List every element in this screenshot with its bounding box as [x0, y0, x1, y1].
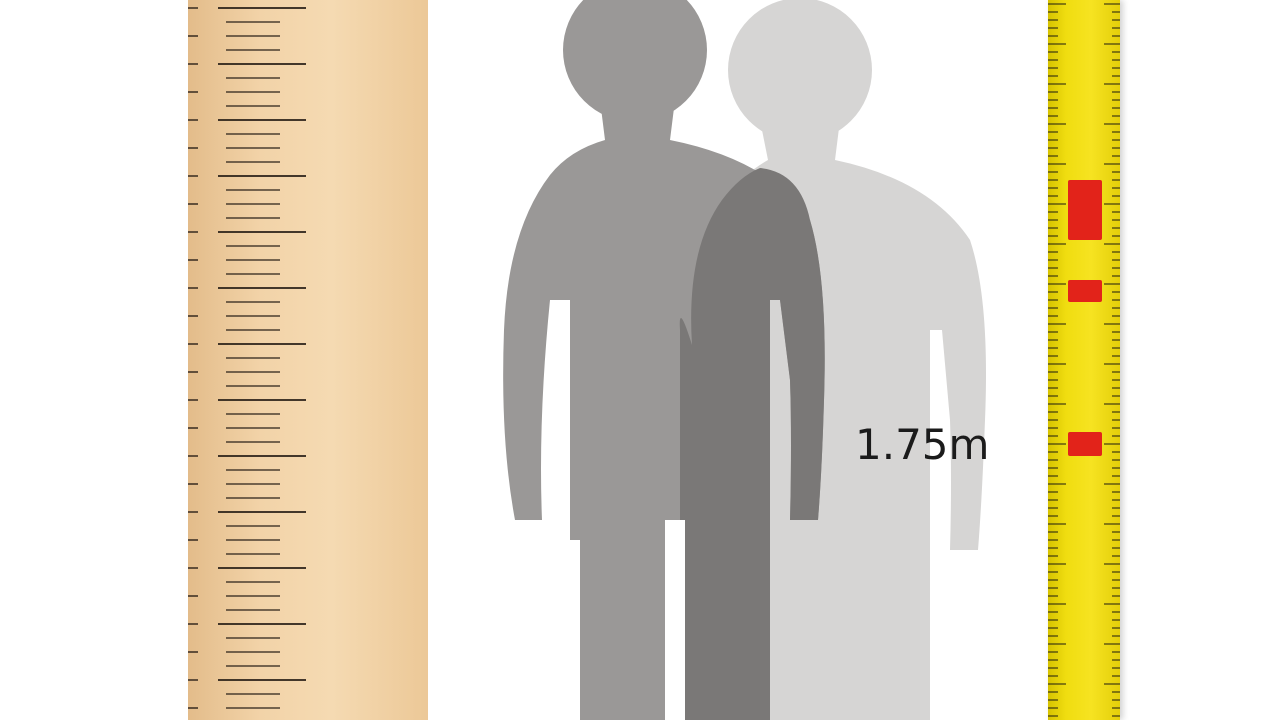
height-label: 1.75m — [855, 420, 990, 469]
human-silhouettes — [503, 0, 986, 720]
tape-measure — [1048, 0, 1120, 720]
tape-markings — [1048, 3, 1120, 717]
wooden-ruler: 66m — [188, 0, 428, 720]
tape-red-badge — [1068, 432, 1102, 456]
tape-red-badge — [1068, 280, 1102, 302]
ruler-ticks — [188, 7, 306, 709]
tape-red-badge — [1068, 180, 1102, 240]
overlap-region — [679, 168, 825, 720]
